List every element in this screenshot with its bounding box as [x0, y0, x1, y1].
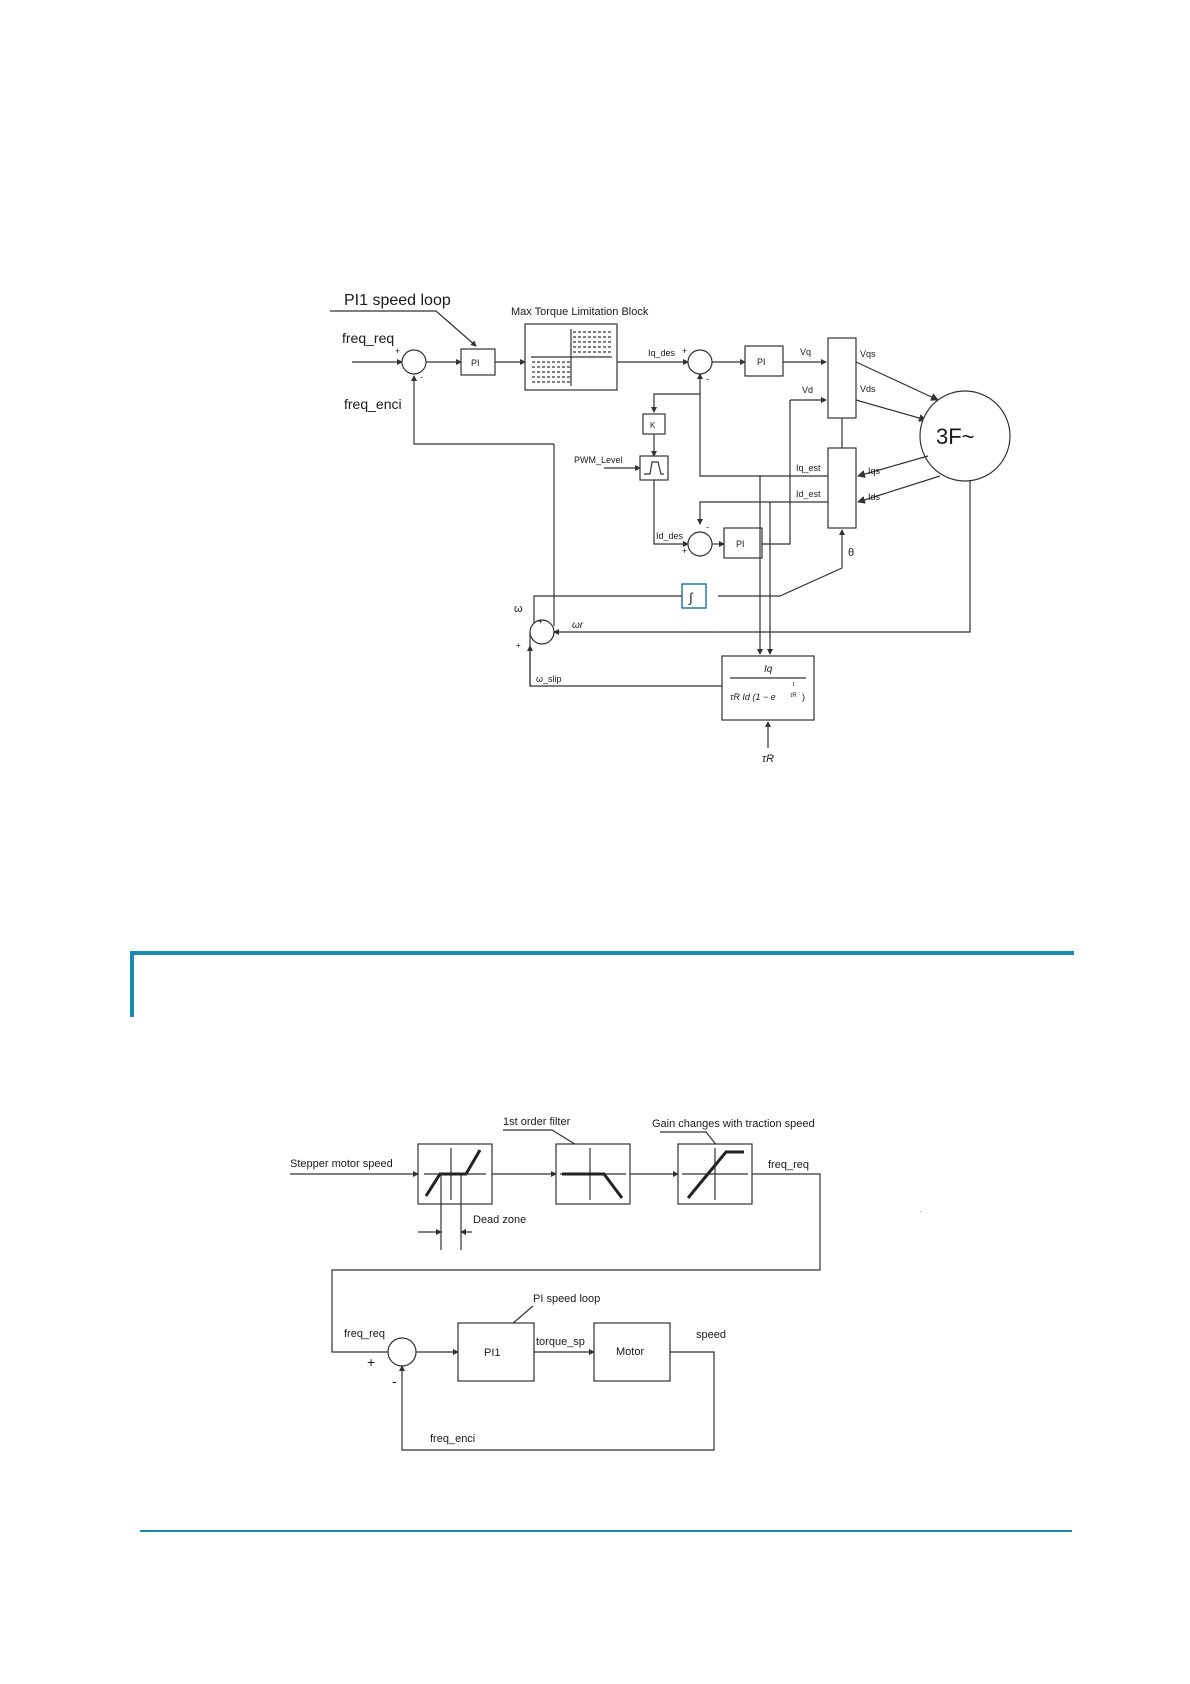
vd-label: Vd: [802, 385, 813, 395]
iq-des-label: Iq_des: [648, 348, 676, 358]
iqs-label: Iqs: [868, 466, 881, 476]
freq-req-label-2: freq_req: [344, 1328, 385, 1340]
sum-plus: +: [367, 1354, 375, 1370]
formula-denominator: τR Id (1 − e: [730, 692, 776, 702]
pi-speed-block: [460, 348, 496, 376]
freq-req-label: freq_req: [342, 330, 394, 346]
iq-summing-junction: [687, 349, 713, 375]
omega-r-label: ωr: [572, 620, 584, 631]
inverse-park-block: [827, 337, 857, 419]
section-header-side: [130, 951, 134, 1017]
motor-text: Motor: [616, 1346, 644, 1358]
pwm-level-label: PWM_Level: [574, 455, 623, 465]
sum2-minus: -: [706, 374, 709, 384]
vqs-label: Vqs: [860, 349, 876, 359]
sum4-plus-a: +: [538, 617, 543, 626]
speed-summing-junction: [401, 349, 427, 375]
tau-r-label: τR: [762, 753, 774, 765]
pi1-text: PI1: [484, 1347, 501, 1359]
torque-sp-label: torque_sp: [536, 1336, 585, 1348]
first-order-filter-label: 1st order filter: [503, 1116, 571, 1128]
motor-block: [593, 1322, 671, 1382]
motor-label: 3F~: [936, 424, 975, 449]
speed-setpoint-diagram: Stepper motor speed Dead zone 1st order …: [290, 1116, 922, 1451]
formula-exp-num: t: [793, 682, 795, 688]
vq-label: Vq: [800, 347, 811, 357]
stepper-speed-label: Stepper motor speed: [290, 1158, 393, 1170]
stray-dot: .: [920, 1208, 922, 1214]
freq-enci-label-2: freq_enci: [430, 1433, 475, 1445]
slip-calc-block: [721, 655, 815, 721]
pi-q-block: [744, 345, 784, 377]
three-phase-motor: [919, 390, 1011, 482]
id-des-label: Id_des: [656, 531, 684, 541]
pi-speed-loop-label: PI speed loop: [533, 1293, 600, 1305]
theta-label: θ: [848, 547, 854, 559]
iq-est-label: Iq_est: [796, 463, 821, 473]
freq-enci-label: freq_enci: [344, 396, 402, 412]
k-label: K: [650, 421, 656, 430]
footer-rule: [140, 1530, 1072, 1532]
speed-label: speed: [696, 1329, 726, 1341]
formula-exp-den: τR: [790, 693, 797, 699]
sum3-minus: -: [706, 522, 709, 532]
formula-numerator: Iq: [764, 664, 773, 675]
pi1-block: [457, 1322, 535, 1382]
park-block: [827, 447, 857, 529]
pi-q-text: PI: [757, 357, 766, 367]
pi-d-text: PI: [736, 539, 745, 549]
pwm-level-block: [639, 455, 669, 481]
sum1-plus: +: [395, 346, 400, 356]
pi1-speed-loop-label: PI1 speed loop: [344, 292, 451, 309]
vds-label: Vds: [860, 384, 876, 394]
sum3-plus: +: [682, 546, 687, 556]
omega-label: ω: [514, 603, 523, 615]
ids-label: Ids: [868, 492, 881, 502]
id-est-label: Id_est: [796, 489, 821, 499]
freq-req-top-label: freq_req: [768, 1159, 809, 1171]
integrator-symbol: ∫: [688, 590, 694, 605]
omega-slip-label: ω_slip: [536, 674, 562, 684]
sum4-plus-b: +: [516, 641, 521, 650]
section-header-bar: [130, 951, 1074, 955]
summing-junction-2: [387, 1337, 417, 1367]
sum1-minus: -: [420, 372, 423, 382]
integrator-block: [681, 583, 707, 609]
sum2-plus: +: [682, 346, 687, 356]
pi-d-block: [723, 527, 763, 559]
sum-minus: -: [392, 1373, 397, 1389]
max-torque-label: Max Torque Limitation Block: [511, 306, 649, 318]
foc-block-diagram: PI1 speed loop freq_req + - freq_enci PI…: [330, 292, 1011, 765]
pi-speed-text: PI: [471, 358, 480, 368]
id-summing-junction: [687, 531, 713, 557]
formula-close: ): [802, 692, 805, 702]
gain-changes-label: Gain changes with traction speed: [652, 1118, 815, 1130]
dead-zone-label: Dead zone: [473, 1214, 526, 1226]
